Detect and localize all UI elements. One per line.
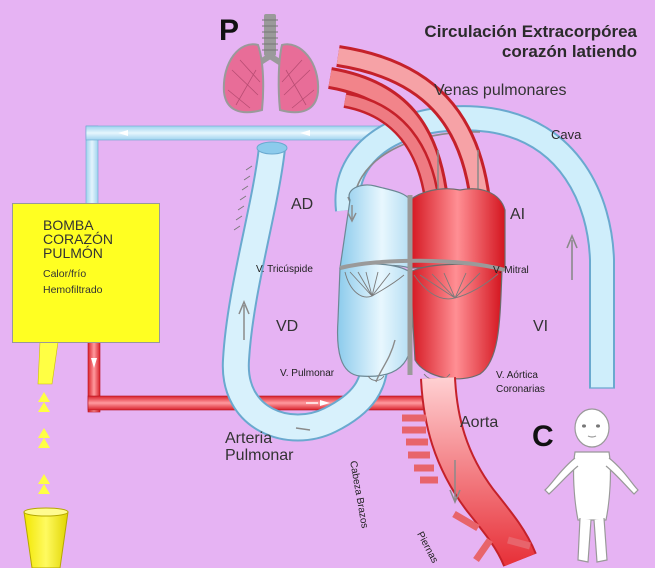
lungs-letter: P xyxy=(219,14,239,48)
title-line-1: Circulación Extracorpórea xyxy=(424,22,637,42)
page-title: Circulación Extracorpórea corazón latien… xyxy=(424,22,637,62)
label-coronarias: Coronarias xyxy=(496,384,545,395)
label-arteria-pulmonar: Arteria Pulmonar xyxy=(225,430,293,464)
label-v-mitral: V. Mitral xyxy=(493,265,529,276)
label-ai: AI xyxy=(510,206,525,224)
pump-title-line-3: PULMÓN xyxy=(43,246,159,260)
label-v-tricuspide: V. Tricúspide xyxy=(256,264,313,275)
child-figure xyxy=(545,409,638,562)
label-vd: VD xyxy=(276,318,298,336)
pump-sub-2: Hemofiltrado xyxy=(43,284,159,296)
label-v-aortica: V. Aórtica xyxy=(496,370,538,381)
label-pulmonar: Pulmonar xyxy=(225,447,293,464)
label-v-pulmonar: V. Pulmonar xyxy=(280,368,334,379)
heart xyxy=(338,185,505,382)
right-ventricle xyxy=(338,264,410,376)
pump-title-line-1: BOMBA xyxy=(43,218,159,232)
pump-title-line-2: CORAZÓN xyxy=(43,232,159,246)
pump-sub-1: Calor/frío xyxy=(43,268,159,280)
right-atrium xyxy=(340,185,410,268)
label-arteria: Arteria xyxy=(225,430,293,447)
label-cava: Cava xyxy=(551,127,581,142)
label-venas-pulmonares: Venas pulmonares xyxy=(434,82,567,100)
title-line-2: corazón latiendo xyxy=(424,42,637,62)
label-ad: AD xyxy=(291,196,313,214)
label-vi: VI xyxy=(533,318,548,336)
pump-outflow xyxy=(24,342,68,568)
patient-letter: C xyxy=(532,420,554,454)
label-aorta: Aorta xyxy=(460,414,498,432)
left-atrium xyxy=(410,189,505,270)
heart-lung-pump-box: BOMBA CORAZÓN PULMÓN Calor/frío Hemofilt… xyxy=(12,203,160,343)
